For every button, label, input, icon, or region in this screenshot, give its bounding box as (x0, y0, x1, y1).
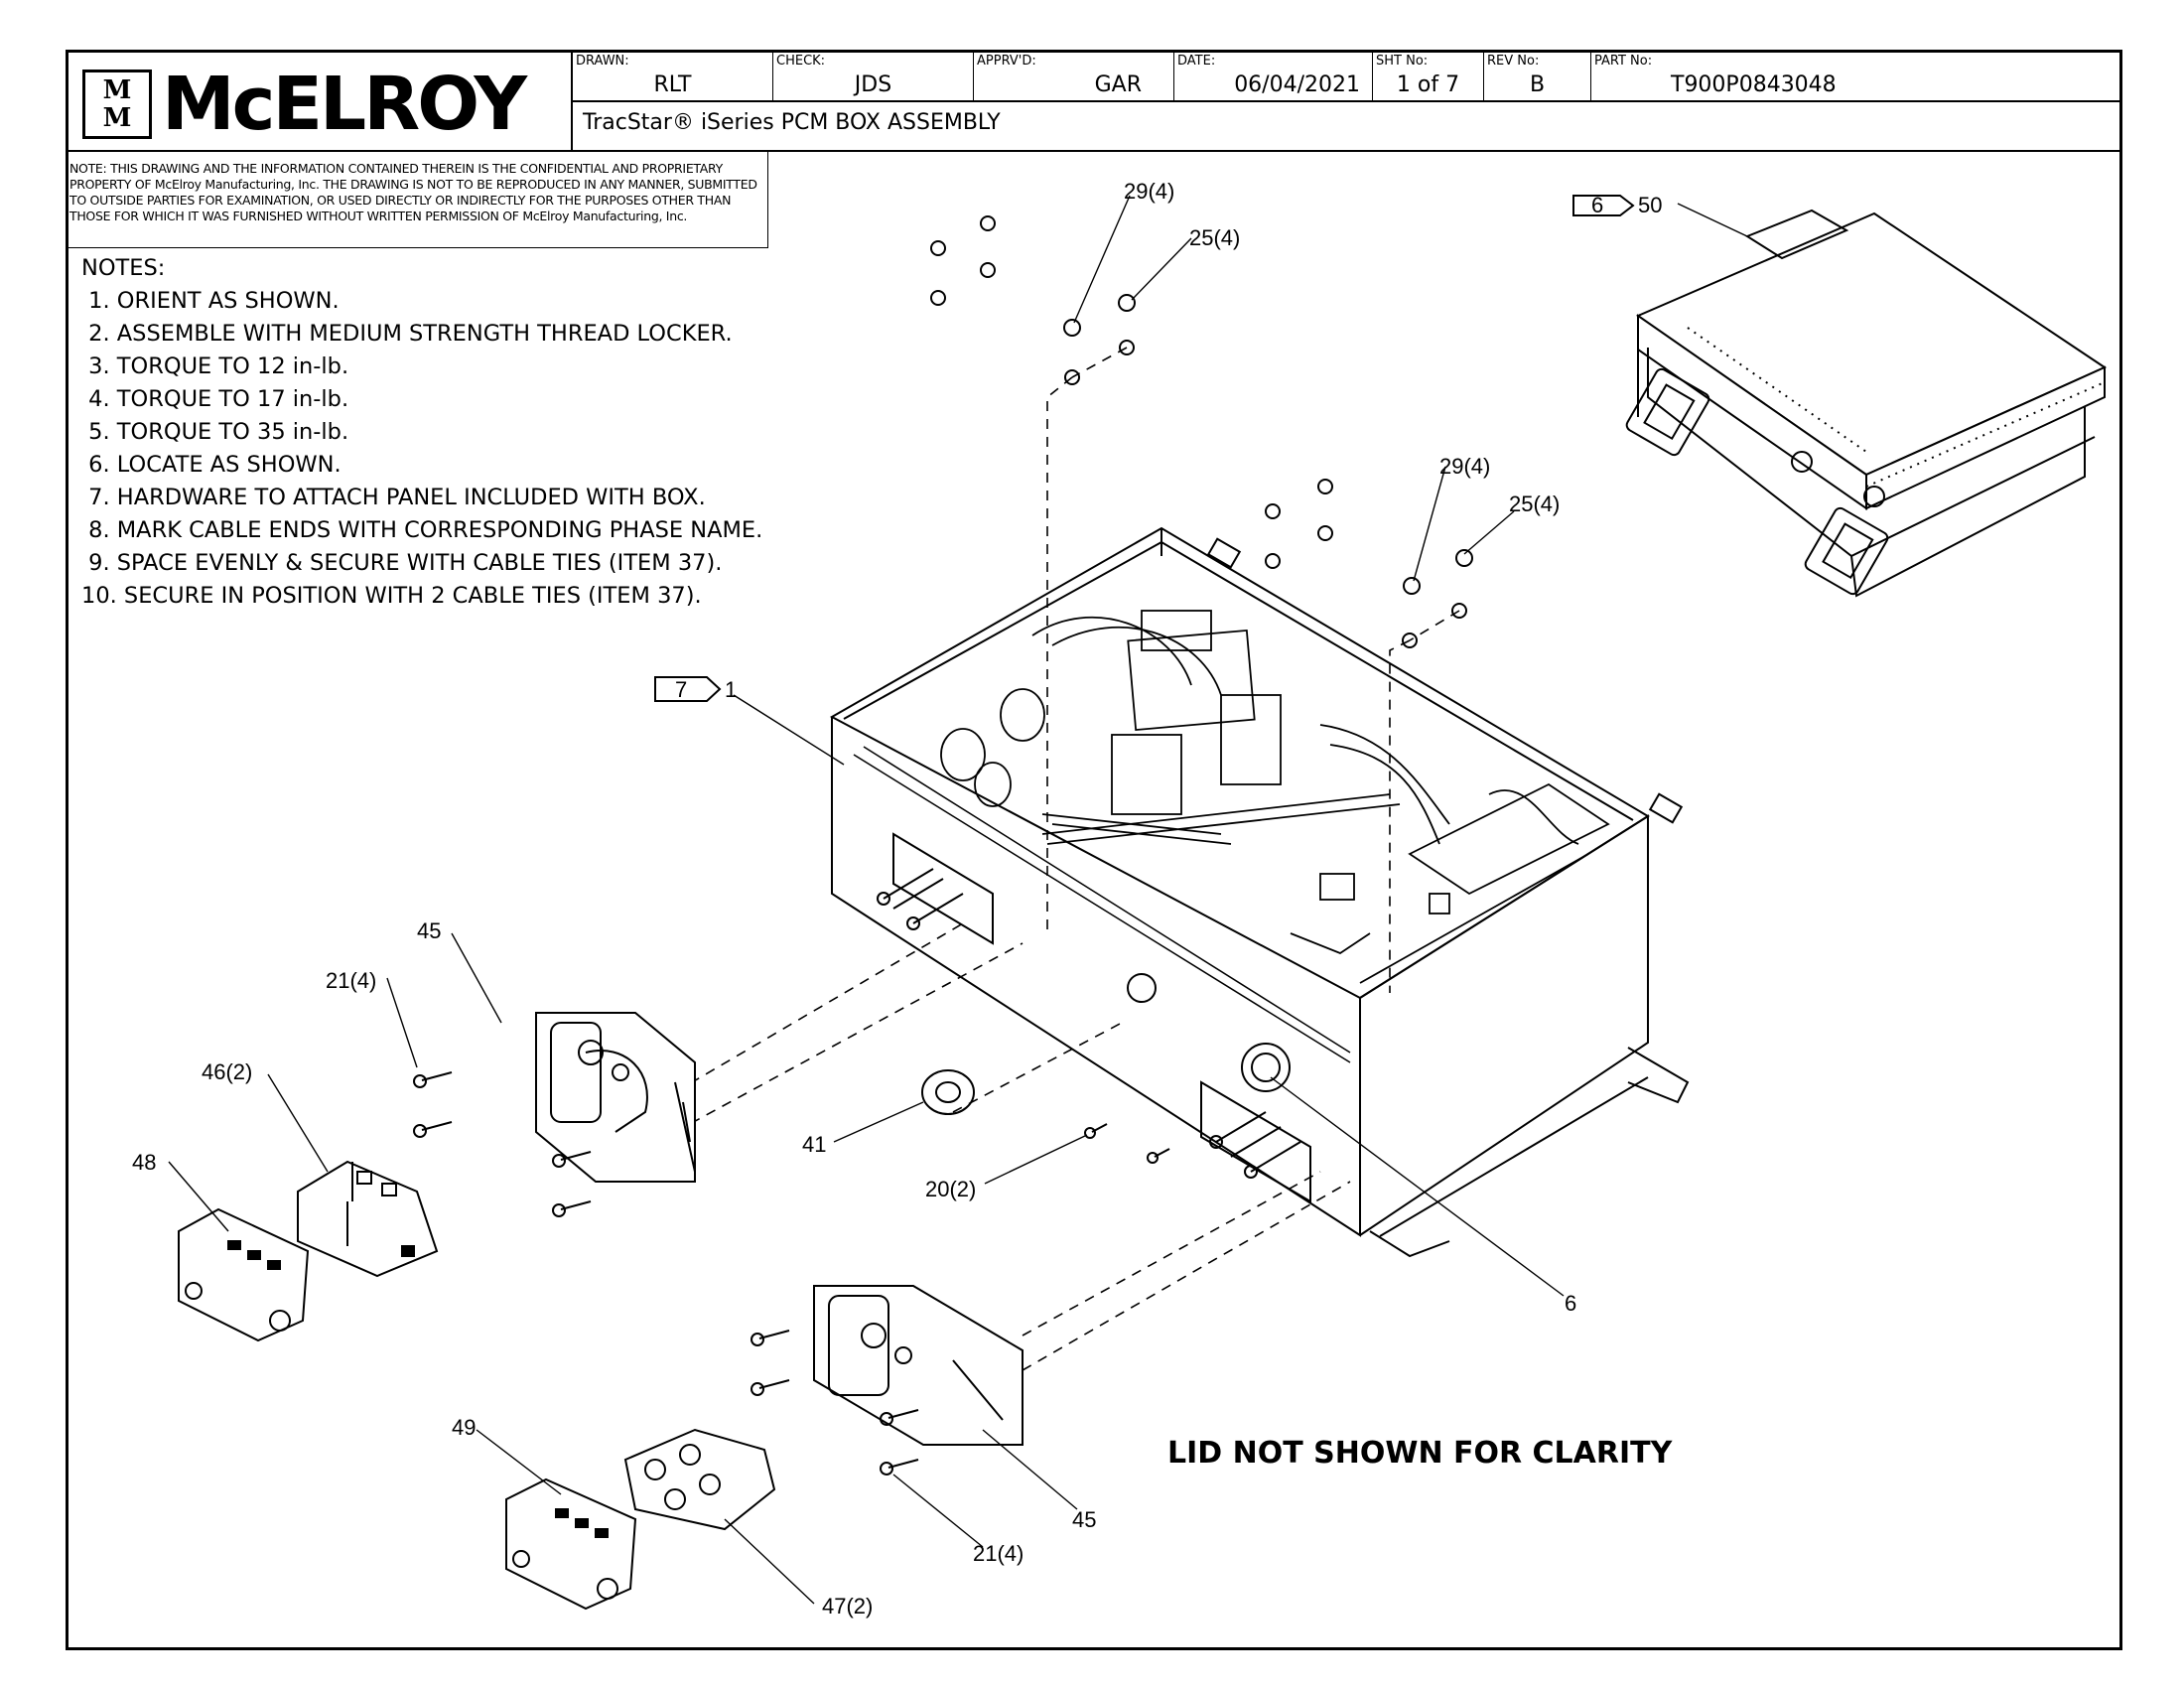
notes-block: NOTES: 1. ORIENT AS SHOWN. 2. ASSEMBLE W… (81, 252, 762, 613)
callout-6: 6 (1565, 1291, 1576, 1316)
drawn-value: RLT (653, 72, 692, 97)
flag-note-7 (654, 676, 722, 702)
screws-21-upper (413, 1071, 592, 1217)
callout-29b: 29(4) (1439, 454, 1490, 479)
panel-hole (1127, 973, 1157, 1003)
callout-45-upper: 45 (417, 918, 441, 943)
main-box (674, 215, 1690, 1371)
assembled-box-view (1625, 209, 2108, 598)
lower-connector-hood (813, 1285, 1024, 1446)
note-item: 5. TORQUE TO 35 in-lb. (81, 419, 349, 445)
screws-20 (1084, 1123, 1170, 1164)
rev-value: B (1529, 72, 1546, 97)
inset-connector-top (1625, 367, 1710, 457)
insert-46 (297, 1160, 439, 1278)
part-value: T900P0843048 (1671, 72, 1837, 97)
callout-1: 1 (725, 677, 737, 702)
upper-connector-hood (535, 1012, 696, 1183)
drawing-description: TracStar® iSeries PCM BOX ASSEMBLY (583, 110, 1001, 135)
insert-47 (623, 1428, 776, 1531)
note-item: 1. ORIENT AS SHOWN. (81, 288, 340, 314)
apprvd-value: GAR (1094, 72, 1142, 97)
date-cell: DATE: 06/04/2021 (1174, 53, 1373, 100)
note-item: 6. LOCATE AS SHOWN. (81, 452, 341, 478)
callout-41: 41 (802, 1132, 826, 1157)
hardware-nuts-upper (930, 215, 1136, 385)
label-plate (1744, 209, 1849, 260)
callout-29a: 29(4) (1124, 179, 1174, 204)
callout-50: 50 (1638, 193, 1662, 217)
callout-21-lower: 21(4) (973, 1541, 1024, 1566)
flag-6-text: 6 (1591, 193, 1603, 217)
note-item: 4. TORQUE TO 17 in-lb. (81, 386, 349, 412)
front-cutout-lower (1200, 1080, 1311, 1203)
front-cutout-upper (892, 832, 994, 945)
callout-49: 49 (452, 1415, 476, 1440)
frame-48 (178, 1207, 310, 1342)
inset-connector-bottom (1804, 506, 1889, 596)
note-item: 9. SPACE EVENLY & SECURE WITH CABLE TIES… (81, 550, 723, 576)
check-value: JDS (854, 72, 892, 97)
callout-46: 46(2) (202, 1059, 252, 1084)
sheet-value: 1 of 7 (1396, 72, 1460, 97)
sheet-cell: SHT No: 1 of 7 (1373, 53, 1484, 100)
note-item: 7. HARDWARE TO ATTACH PANEL INCLUDED WIT… (81, 485, 706, 510)
callout-25b: 25(4) (1509, 492, 1560, 516)
note-item: 2. ASSEMBLE WITH MEDIUM STRENGTH THREAD … (81, 321, 733, 347)
internal-components (940, 610, 1610, 984)
lower-pins (1209, 1111, 1301, 1179)
hardware-nuts-right (1265, 479, 1473, 648)
notes-heading: NOTES: (81, 255, 166, 281)
proprietary-box (66, 151, 768, 248)
rev-cell: REV No: B (1484, 53, 1591, 100)
note-item: 3. TORQUE TO 12 in-lb. (81, 353, 349, 379)
leader-lines (168, 195, 1748, 1605)
frame-49 (505, 1477, 637, 1611)
gland-41 (921, 1069, 975, 1115)
callout-21-upper: 21(4) (326, 968, 376, 993)
drawn-cell: DRAWN: RLT (573, 53, 773, 100)
lid-not-shown-note: LID NOT SHOWN FOR CLARITY (1167, 1436, 1673, 1471)
item-6-knob-icon (1241, 1043, 1291, 1092)
callout-25a: 25(4) (1189, 225, 1240, 250)
note-item: 10. SECURE IN POSITION WITH 2 CABLE TIES… (81, 583, 702, 609)
inset-knob-icon (1791, 451, 1813, 473)
part-cell: PART No: T900P0843048 (1591, 53, 2119, 100)
check-cell: CHECK: JDS (773, 53, 974, 100)
callout-45-lower: 45 (1072, 1507, 1096, 1532)
callout-47: 47(2) (822, 1594, 873, 1618)
flag-note-6 (1572, 195, 1635, 216)
callout-20: 20(2) (925, 1177, 976, 1201)
flag-7-text: 7 (675, 677, 687, 702)
proprietary-note: NOTE: THIS DRAWING AND THE INFORMATION C… (69, 161, 757, 223)
apprvd-cell: APPRV'D: GAR (974, 53, 1174, 100)
upper-pins (877, 868, 964, 930)
date-value: 06/04/2021 (1234, 72, 1360, 97)
note-item: 8. MARK CABLE ENDS WITH CORRESPONDING PH… (81, 517, 763, 543)
logo-text: McELROY (162, 62, 527, 147)
screws-21-lower (751, 1330, 919, 1476)
callout-48: 48 (132, 1150, 156, 1175)
